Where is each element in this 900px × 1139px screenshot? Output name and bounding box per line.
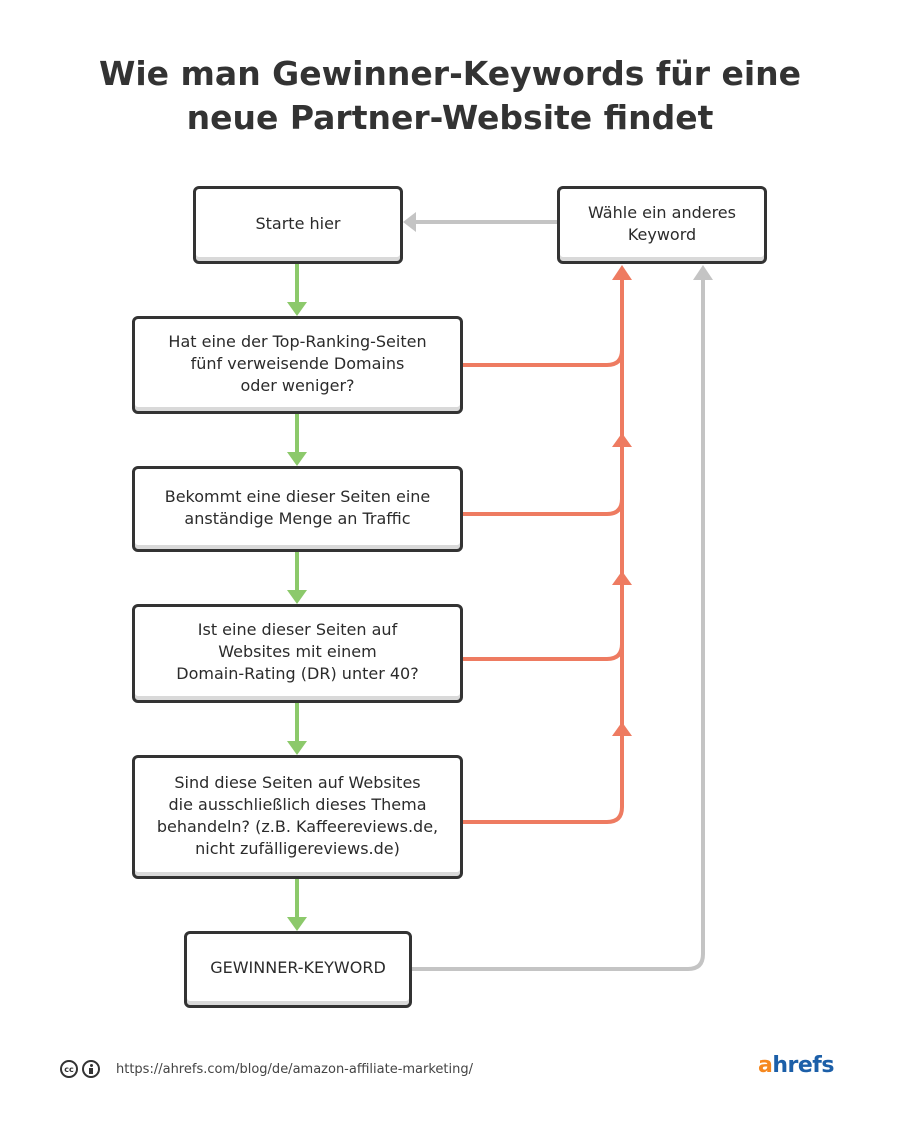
title-line-1: Wie man Gewinner-Keywords für eine (98, 54, 802, 93)
start-node: Starte hier (193, 186, 403, 264)
creative-commons-icon: cc (60, 1060, 78, 1078)
arrow-q3-no (463, 643, 624, 661)
arrow-q4-no (463, 806, 624, 824)
arrowhead (287, 302, 307, 316)
arrowhead (612, 722, 632, 736)
logo-a: a (758, 1053, 773, 1078)
yes-arrowheads (287, 302, 307, 931)
question-4-node: Sind diese Seiten auf Websites die aussc… (132, 755, 463, 879)
question-1-node: Hat eine der Top-Ranking-Seiten fünf ver… (132, 316, 463, 414)
no-arrows (463, 278, 624, 824)
arrowhead (693, 265, 713, 280)
choose-other-keyword-node: Wähle ein anderes Keyword (557, 186, 767, 264)
arrowhead (612, 265, 632, 280)
winner-keyword-node: GEWINNER-KEYWORD (184, 931, 412, 1008)
start-label: Starte hier (255, 213, 341, 233)
ahrefs-logo: ahrefs (758, 1053, 834, 1078)
arrow-q1-no (463, 349, 624, 367)
footer: cc https://ahrefs.com/blog/de/amazon-aff… (60, 1058, 473, 1080)
question-2-label: Bekommt eine dieser Seiten eine anständi… (164, 486, 431, 528)
no-arrowheads (612, 265, 632, 736)
arrowhead (403, 212, 416, 232)
arrow-q2-no (463, 498, 624, 516)
arrowhead (287, 741, 307, 755)
attribution-icon (82, 1060, 100, 1078)
arrowhead (287, 452, 307, 466)
source-url[interactable]: https://ahrefs.com/blog/de/amazon-affili… (116, 1061, 473, 1077)
arrowhead (612, 571, 632, 585)
question-3-label: Ist eine dieser Seiten auf Websites mit … (176, 620, 419, 683)
loop-arrows (411, 220, 705, 971)
choose-other-keyword-label: Wähle ein anderes Keyword (588, 202, 736, 244)
loop-arrowheads (403, 212, 713, 280)
question-1-label: Hat eine der Top-Ranking-Seiten fünf ver… (168, 331, 427, 395)
arrowhead (612, 433, 632, 447)
logo-rest: hrefs (772, 1053, 834, 1078)
arrowhead (287, 917, 307, 931)
arrowhead (287, 590, 307, 604)
question-4-label: Sind diese Seiten auf Websites die aussc… (156, 772, 439, 858)
page-title: Wie man Gewinner-Keywords für eine neue … (0, 52, 900, 140)
question-2-node: Bekommt eine dieser Seiten eine anständi… (132, 466, 463, 552)
winner-keyword-label: GEWINNER-KEYWORD (210, 958, 386, 977)
question-3-node: Ist eine dieser Seiten auf Websites mit … (132, 604, 463, 703)
arrow-winner-loop (411, 278, 705, 971)
title-line-2: neue Partner-Website findet (186, 98, 714, 137)
